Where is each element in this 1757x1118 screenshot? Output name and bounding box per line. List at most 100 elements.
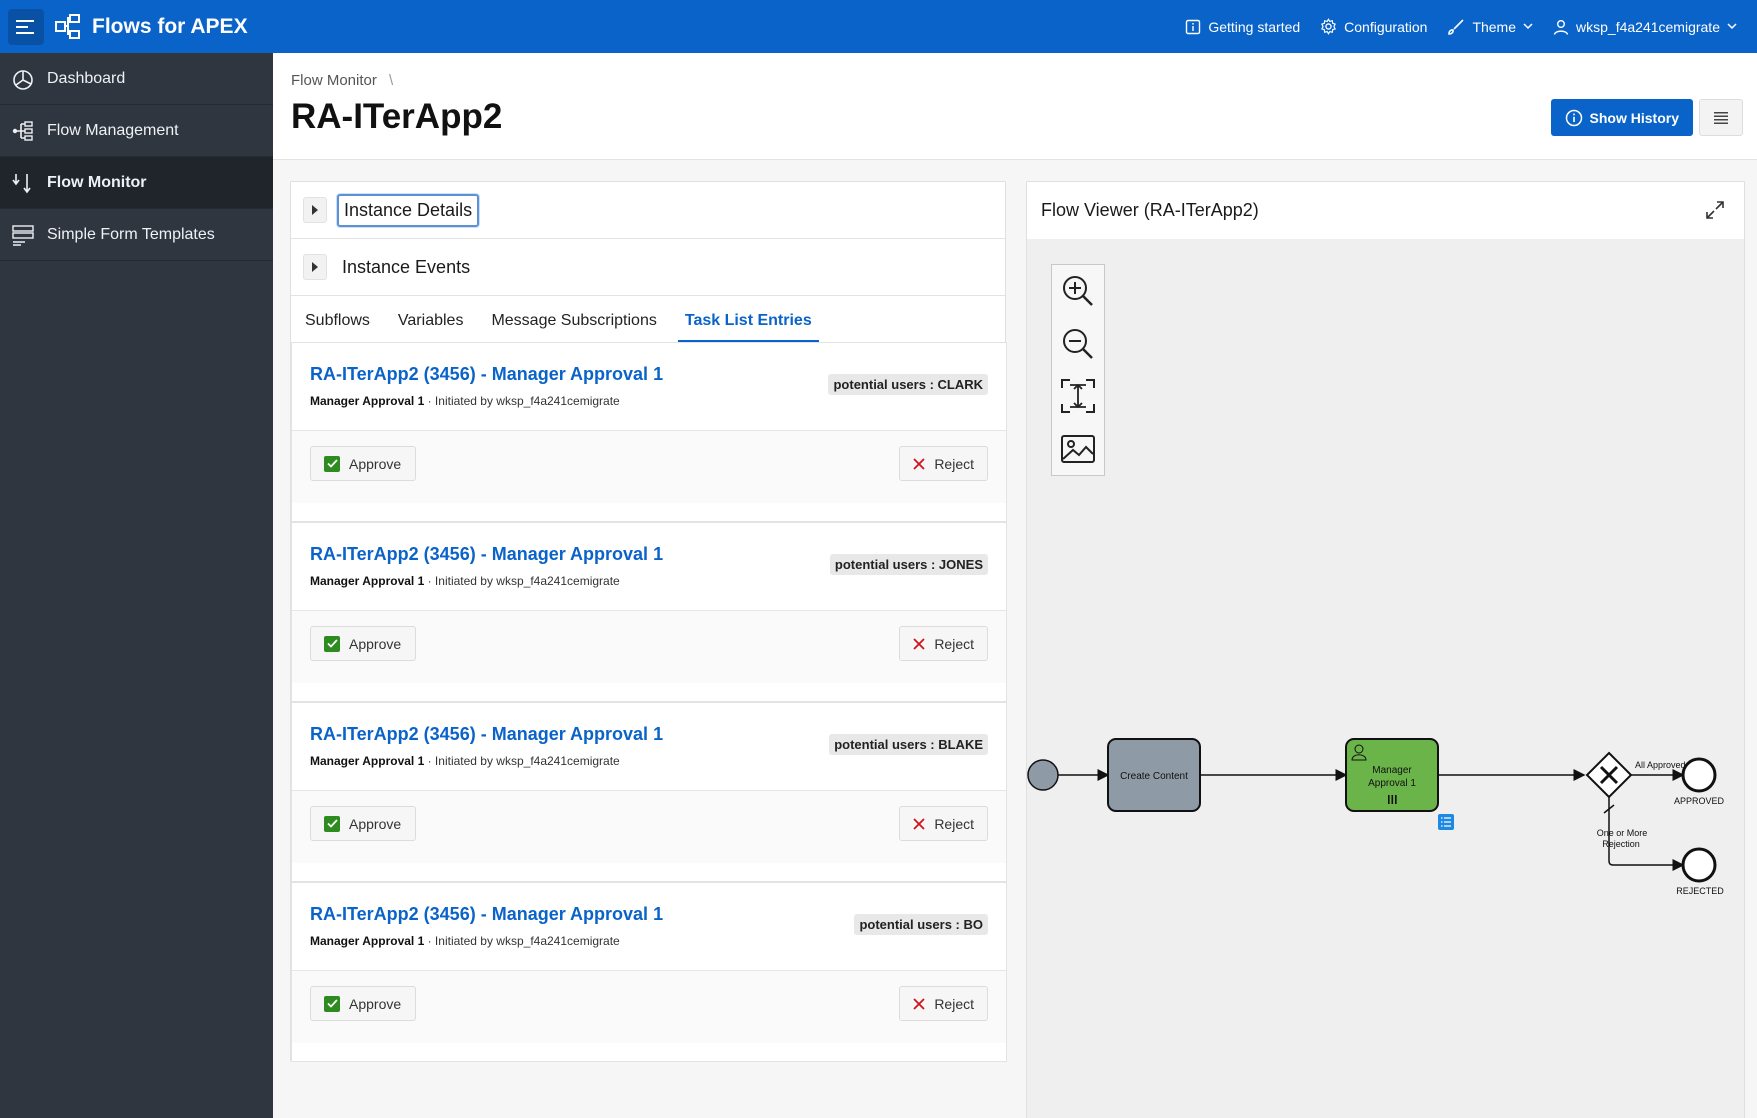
sidebar-item-label: Flow Monitor [47,173,147,191]
potential-users-badge: potential users : JONES [829,554,988,575]
potential-users-badge: potential users : BO [854,914,988,935]
sidebar-item-flow-monitor[interactable]: Flow Monitor [0,157,273,209]
user-label: wksp_f4a241cemigrate [1576,18,1720,35]
task-meta: Manager Approval 1 · Initiated by wksp_f… [310,394,620,408]
sidebar-item-dashboard[interactable]: Dashboard [0,53,273,105]
flow-viewer-region: Flow Viewer (RA-ITerApp2) [1026,181,1745,1118]
task-card: RA-ITerApp2 (3456) - Manager Approval 1 … [291,702,1007,882]
tab-variables[interactable]: Variables [397,312,464,329]
task-meta: Manager Approval 1 · Initiated by wksp_f… [310,574,620,588]
zoom-in-button[interactable] [1059,272,1097,310]
task-title-link[interactable]: RA-ITerApp2 (3456) - Manager Approval 1 [310,724,664,744]
sidebar-item-label: Dashboard [47,69,126,87]
sidebar-item-flow-management[interactable]: Flow Management [0,105,273,157]
approve-label: Approve [349,635,402,652]
instance-details-title[interactable]: Instance Details [337,193,480,227]
list-menu-icon [1714,111,1728,124]
check-icon [324,635,340,652]
create-content-task [1107,738,1201,812]
show-history-label: Show History [1589,109,1679,126]
task-meta: Manager Approval 1 · Initiated by wksp_f… [310,754,620,768]
app-brand[interactable]: Flows for APEX [54,13,248,41]
task-step: Manager Approval 1 [310,574,425,588]
info-circle-icon [1565,109,1582,126]
gear-icon [1321,18,1337,35]
task-card: RA-ITerApp2 (3456) - Manager Approval 1 … [291,522,1007,702]
hamburger-icon [16,19,34,34]
show-history-button[interactable]: Show History [1550,99,1693,136]
reject-button[interactable]: Reject [899,806,988,841]
expand-icon[interactable] [1704,199,1726,221]
approve-button[interactable]: Approve [310,986,417,1021]
sidebar-item-simple-form-templates[interactable]: Simple Form Templates [0,209,273,261]
export-image-button[interactable] [1059,430,1097,468]
task-card: RA-ITerApp2 (3456) - Manager Approval 1 … [291,882,1007,1062]
end-event-approved [1681,757,1717,793]
zoom-out-button[interactable] [1059,325,1097,363]
task-title-link[interactable]: RA-ITerApp2 (3456) - Manager Approval 1 [310,544,664,564]
check-icon [324,815,340,832]
check-icon [324,995,340,1012]
actions-menu-button[interactable] [1699,99,1743,136]
fit-to-screen-button[interactable] [1059,377,1097,415]
one-or-more-label-line2: Rejection [1602,839,1640,849]
create-content-label: Create Content [1120,771,1188,782]
reject-button[interactable]: Reject [899,986,988,1021]
approve-label: Approve [349,995,402,1012]
chevron-down-icon [1523,23,1533,30]
tab-task-list-entries[interactable]: Task List Entries [677,312,819,342]
all-approved-label: All Approved [1635,760,1686,770]
getting-started-link[interactable]: Getting started [1185,19,1300,35]
sidebar-item-label: Flow Management [47,121,179,139]
instance-details-toggle[interactable] [303,197,327,223]
user-icon [1553,19,1569,35]
close-icon [913,817,925,830]
theme-menu[interactable]: Theme [1447,18,1533,36]
flows-logo-icon [55,13,80,39]
task-initiated: · Initiated by wksp_f4a241cemigrate [424,574,620,588]
hierarchy-icon [10,118,36,144]
reject-label: Reject [934,455,974,472]
info-square-icon [1186,19,1201,34]
task-initiated: · Initiated by wksp_f4a241cemigrate [424,934,620,948]
flow-viewer-header: Flow Viewer (RA-ITerApp2) [1027,182,1744,239]
reject-label: Reject [934,635,974,652]
flow-viewer-title: Flow Viewer (RA-ITerApp2) [1041,200,1259,220]
approve-button[interactable]: Approve [310,806,417,841]
main-content: Flow Monitor \ RA-ITerApp2 Show History … [273,53,1757,1118]
manager-approval-label-line1: Manager [1372,765,1412,776]
user-menu[interactable]: wksp_f4a241cemigrate [1553,19,1737,35]
task-title-link[interactable]: RA-ITerApp2 (3456) - Manager Approval 1 [310,904,664,924]
instance-events-toggle[interactable] [303,254,327,280]
task-initiated: · Initiated by wksp_f4a241cemigrate [424,754,620,768]
top-navigation-bar: Flows for APEX Getting started Configura… [0,0,1757,53]
close-icon [913,637,925,650]
approve-button[interactable]: Approve [310,626,417,661]
getting-started-label: Getting started [1208,18,1301,35]
approve-button[interactable]: Approve [310,446,417,481]
breadcrumb-link-flow-monitor[interactable]: Flow Monitor [291,72,377,89]
configuration-link[interactable]: Configuration [1320,18,1427,35]
tab-message-subscriptions[interactable]: Message Subscriptions [491,312,657,329]
page-header: Flow Monitor \ RA-ITerApp2 Show History [273,53,1757,160]
menu-toggle-button[interactable] [8,8,44,45]
user-task-icon [1351,744,1367,761]
tab-subflows[interactable]: Subflows [305,312,370,329]
task-title-link[interactable]: RA-ITerApp2 (3456) - Manager Approval 1 [310,364,664,384]
task-meta: Manager Approval 1 · Initiated by wksp_f… [310,934,620,948]
zoom-toolbar [1051,264,1105,476]
breadcrumb: Flow Monitor \ [291,72,393,89]
task-list: RA-ITerApp2 (3456) - Manager Approval 1 … [291,342,1007,1062]
app-name: Flows for APEX [92,14,248,38]
zoom-out-icon [1063,328,1093,359]
task-step: Manager Approval 1 [310,394,425,408]
reject-button[interactable]: Reject [899,446,988,481]
instance-panel: Instance Details Instance Events Subflow… [290,181,1007,1062]
reject-button[interactable]: Reject [899,626,988,661]
bpmn-canvas[interactable]: Create Content Manager Approval 1 [1027,239,1744,1118]
gateway-x-icon [1599,765,1619,785]
sequence-flow-rejected [1608,797,1685,871]
default-flow-marker [1603,804,1615,814]
instance-events-title[interactable]: Instance Events [342,256,471,277]
reject-label: Reject [934,815,974,832]
